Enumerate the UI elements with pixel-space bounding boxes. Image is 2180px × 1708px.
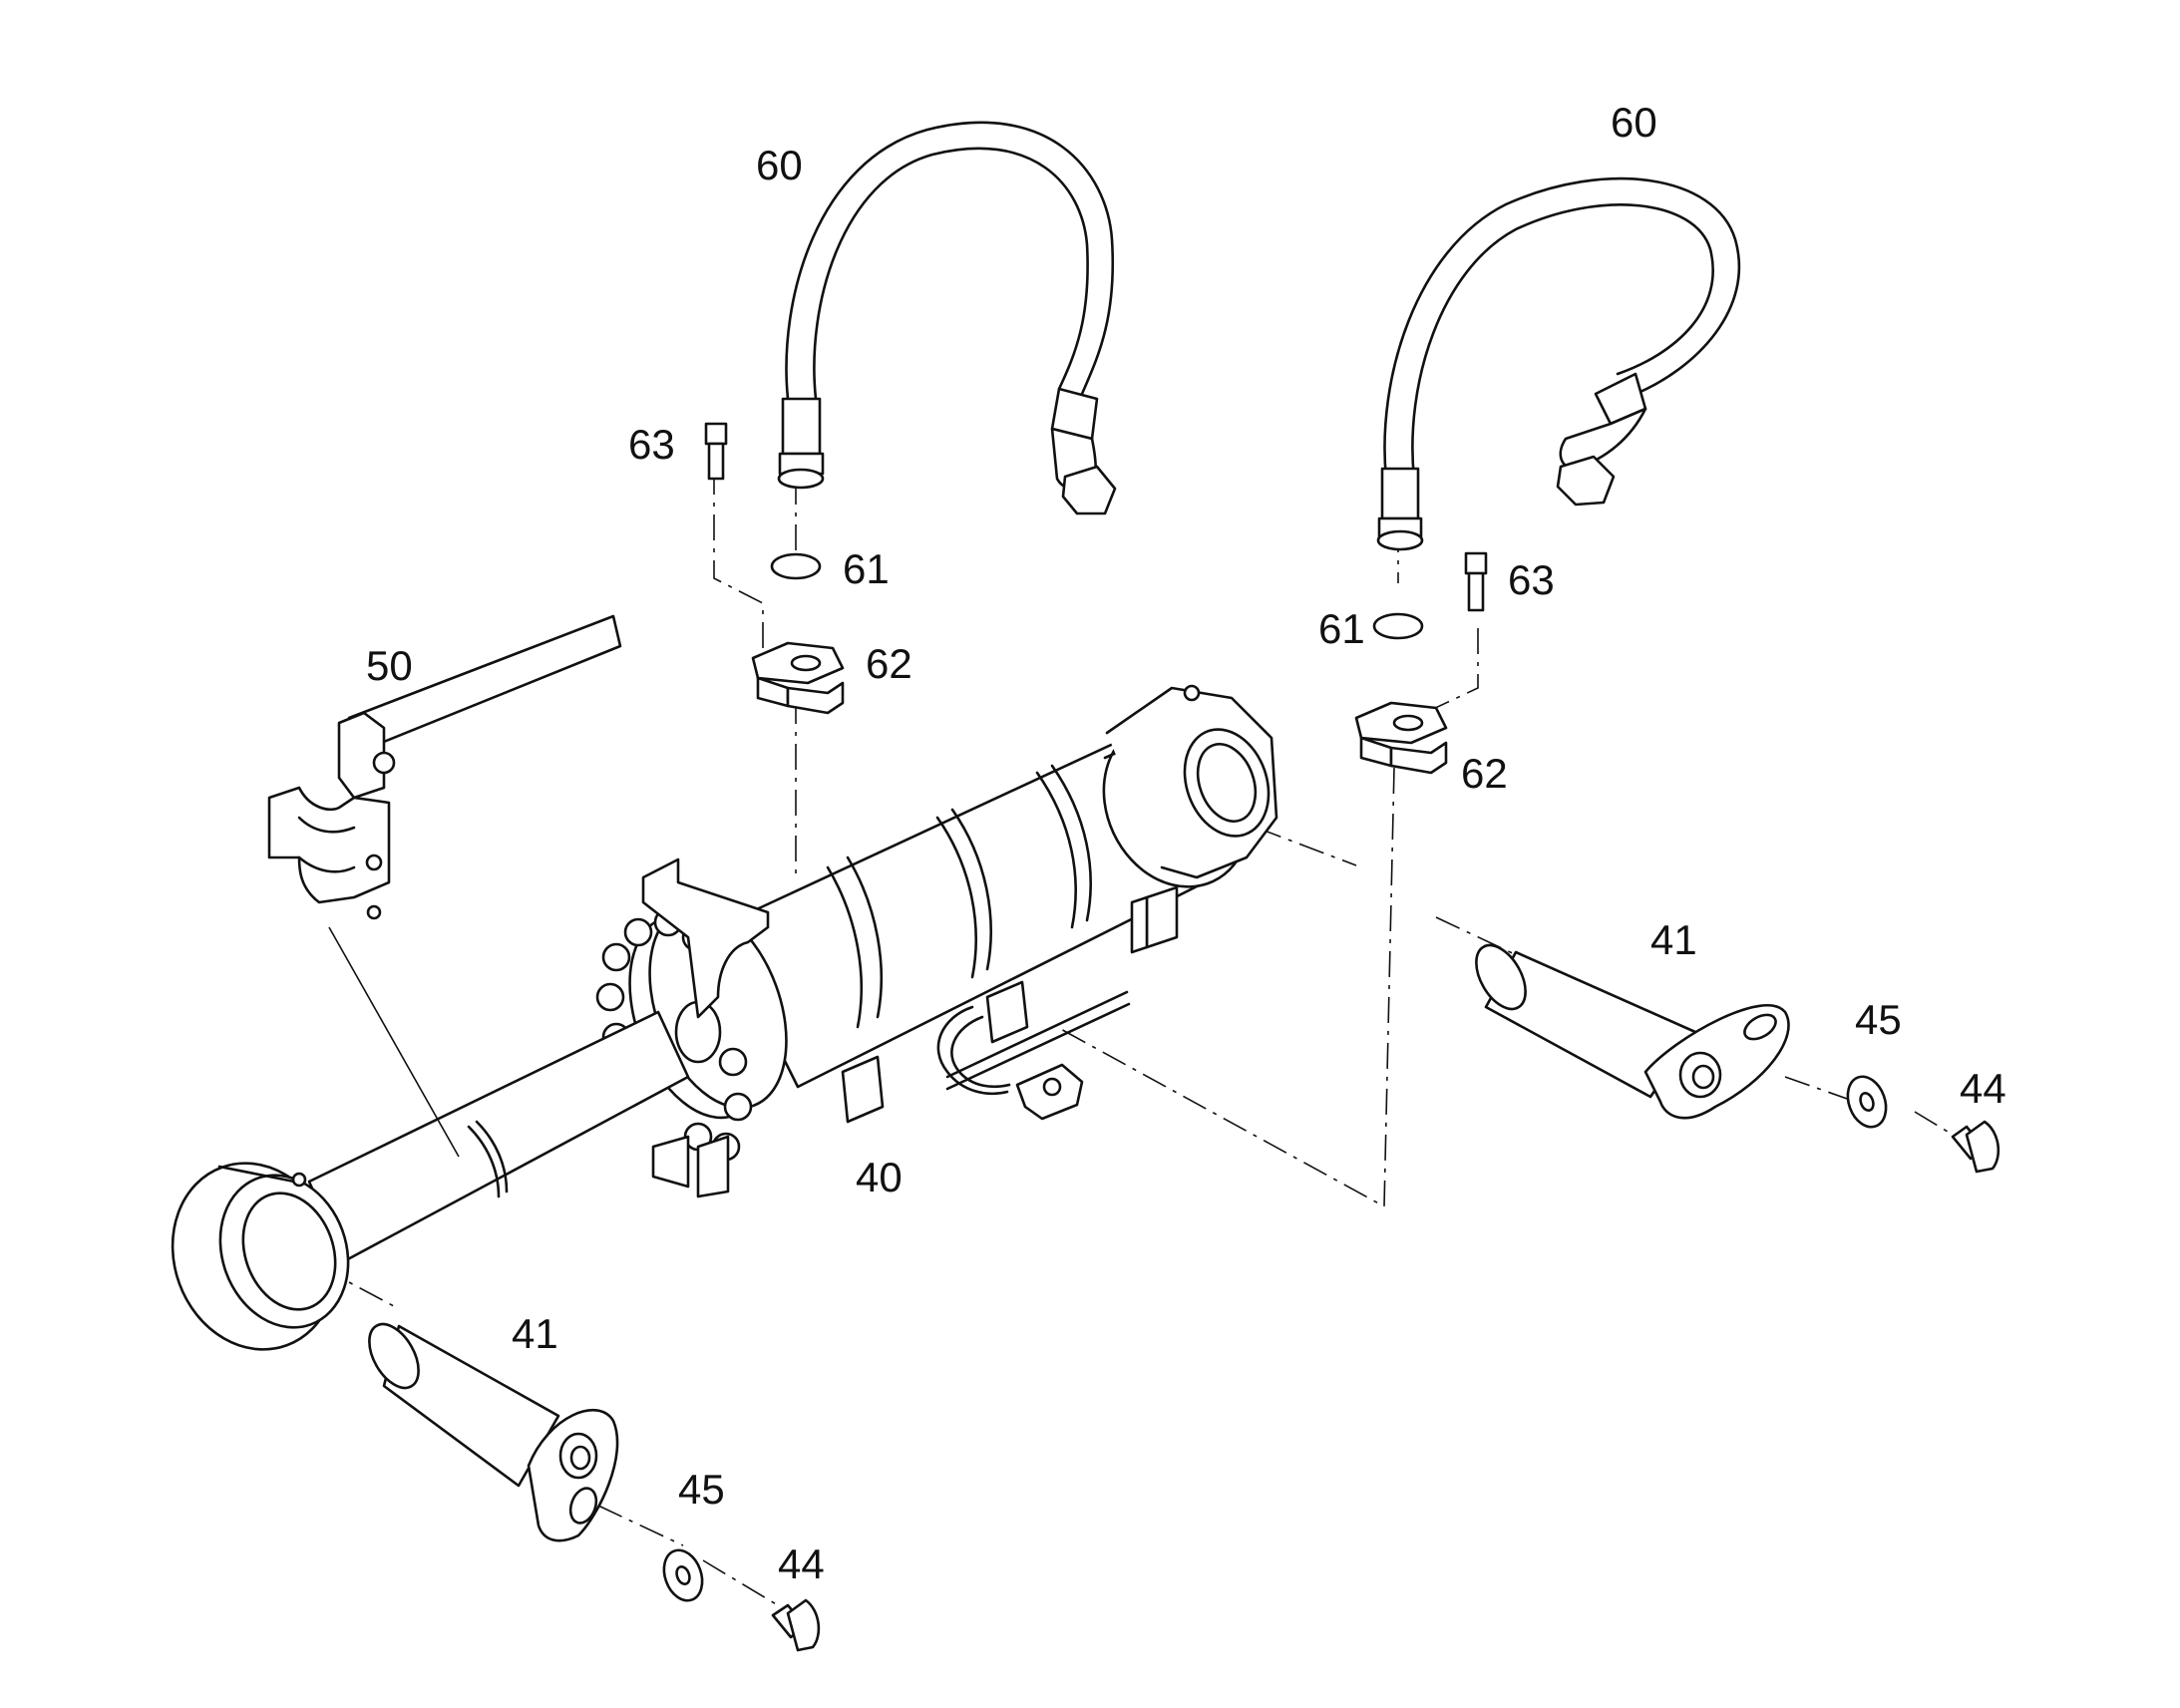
clamp-bracket: [267, 614, 622, 1158]
split-flange-left: [751, 641, 845, 715]
washer-right: [1846, 1075, 1888, 1129]
assembly-lines: [318, 469, 1954, 1606]
callout-pin-left: 41: [512, 1310, 558, 1357]
screw-right: [1464, 551, 1488, 612]
bolt-left: [771, 1598, 821, 1652]
hydraulic-cylinder: [171, 684, 1278, 1351]
callout-labels: 60 60 63 63 61 61 62 62 50 40 41 41 45 4…: [366, 99, 2006, 1587]
split-flange-right: [1354, 701, 1448, 775]
bolt-right: [1951, 1120, 2000, 1174]
o-ring-left: [770, 552, 822, 580]
callout-flange-left: 62: [866, 640, 912, 687]
pin-right: [1475, 943, 1790, 1120]
callout-bolt-right: 44: [1960, 1065, 2006, 1112]
callout-hose-left: 60: [756, 142, 803, 188]
callout-bolt-left: 44: [778, 1540, 825, 1587]
hose-right: [1376, 176, 1741, 551]
callout-screw-left: 63: [628, 421, 675, 468]
callout-clamp: 50: [366, 642, 413, 689]
hose-left: [777, 121, 1117, 515]
pin-left: [368, 1322, 619, 1542]
o-ring-right: [1372, 612, 1424, 640]
washer-left: [662, 1548, 704, 1602]
callout-flange-right: 62: [1461, 750, 1508, 797]
callout-washer-right: 45: [1855, 996, 1902, 1043]
screw-left: [704, 422, 728, 481]
callout-cylinder: 40: [856, 1154, 903, 1200]
callout-washer-left: 45: [678, 1466, 725, 1513]
callout-hose-right: 60: [1611, 99, 1657, 146]
callout-oring-left: 61: [843, 545, 890, 592]
callout-pin-right: 41: [1650, 916, 1697, 963]
callout-oring-right: 61: [1318, 605, 1365, 652]
callout-screw-right: 63: [1508, 556, 1555, 603]
